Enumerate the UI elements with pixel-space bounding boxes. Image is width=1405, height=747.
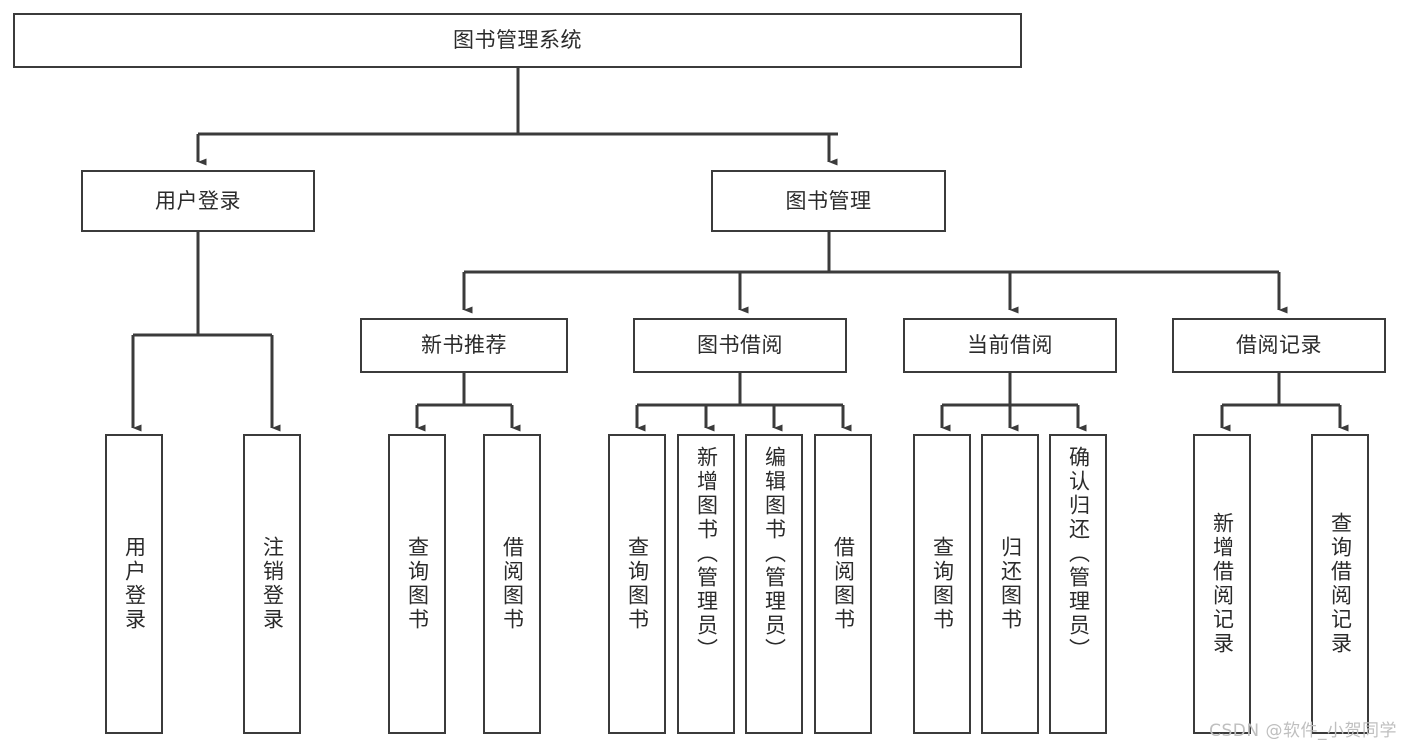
- node-book-management[interactable]: 图书管理: [711, 170, 946, 232]
- node-label: 当前借阅: [967, 333, 1053, 358]
- node-book-borrowing[interactable]: 图书借阅: [633, 318, 847, 373]
- node-label: 查询图书: [930, 536, 955, 632]
- node-new-book-recommendation[interactable]: 新书推荐: [360, 318, 568, 373]
- node-label: 用户登录: [155, 188, 241, 213]
- node-label: 用户登录: [122, 536, 147, 632]
- node-label: 新增图书（管理员）: [694, 446, 719, 662]
- node-label: 查询图书: [405, 536, 430, 632]
- leaf-book-borrow-edit-book-admin[interactable]: 编辑图书（管理员）: [745, 434, 803, 734]
- node-current-borrowing[interactable]: 当前借阅: [903, 318, 1117, 373]
- node-label: 借阅图书: [500, 536, 525, 632]
- node-label: 归还图书: [998, 536, 1023, 632]
- leaf-new-book-query-books[interactable]: 查询图书: [388, 434, 446, 734]
- node-label: 新增借阅记录: [1210, 512, 1235, 656]
- node-label: 图书借阅: [697, 333, 783, 358]
- leaf-book-borrow-query-books[interactable]: 查询图书: [608, 434, 666, 734]
- node-borrowing-records[interactable]: 借阅记录: [1172, 318, 1386, 373]
- node-label: 图书管理: [785, 188, 872, 213]
- node-label: 编辑图书（管理员）: [762, 446, 787, 662]
- leaf-book-borrow-add-book-admin[interactable]: 新增图书（管理员）: [677, 434, 735, 734]
- node-label: 图书管理系统: [453, 28, 582, 53]
- node-label: 借阅记录: [1236, 333, 1322, 358]
- leaf-current-borrow-return-books[interactable]: 归还图书: [981, 434, 1039, 734]
- leaf-current-borrow-confirm-return-admin[interactable]: 确认归还（管理员）: [1049, 434, 1107, 734]
- node-user-login[interactable]: 用户登录: [81, 170, 315, 232]
- node-root-book-management-system[interactable]: 图书管理系统: [13, 13, 1022, 68]
- node-label: 新书推荐: [421, 333, 507, 358]
- csdn-watermark: CSDN @软件_小贺同学: [1209, 721, 1397, 741]
- leaf-user-login-login[interactable]: 用户登录: [105, 434, 163, 734]
- node-label: 注销登录: [260, 536, 285, 632]
- leaf-book-borrow-borrow-books[interactable]: 借阅图书: [814, 434, 872, 734]
- node-label: 查询借阅记录: [1328, 512, 1353, 656]
- leaf-user-login-logout[interactable]: 注销登录: [243, 434, 301, 734]
- leaf-borrow-record-query-record[interactable]: 查询借阅记录: [1311, 434, 1369, 734]
- node-label: 查询图书: [625, 536, 650, 632]
- leaf-current-borrow-query-books[interactable]: 查询图书: [913, 434, 971, 734]
- node-label: 借阅图书: [831, 536, 856, 632]
- node-label: 确认归还（管理员）: [1066, 446, 1091, 662]
- leaf-borrow-record-add-record[interactable]: 新增借阅记录: [1193, 434, 1251, 734]
- leaf-new-book-borrow-books[interactable]: 借阅图书: [483, 434, 541, 734]
